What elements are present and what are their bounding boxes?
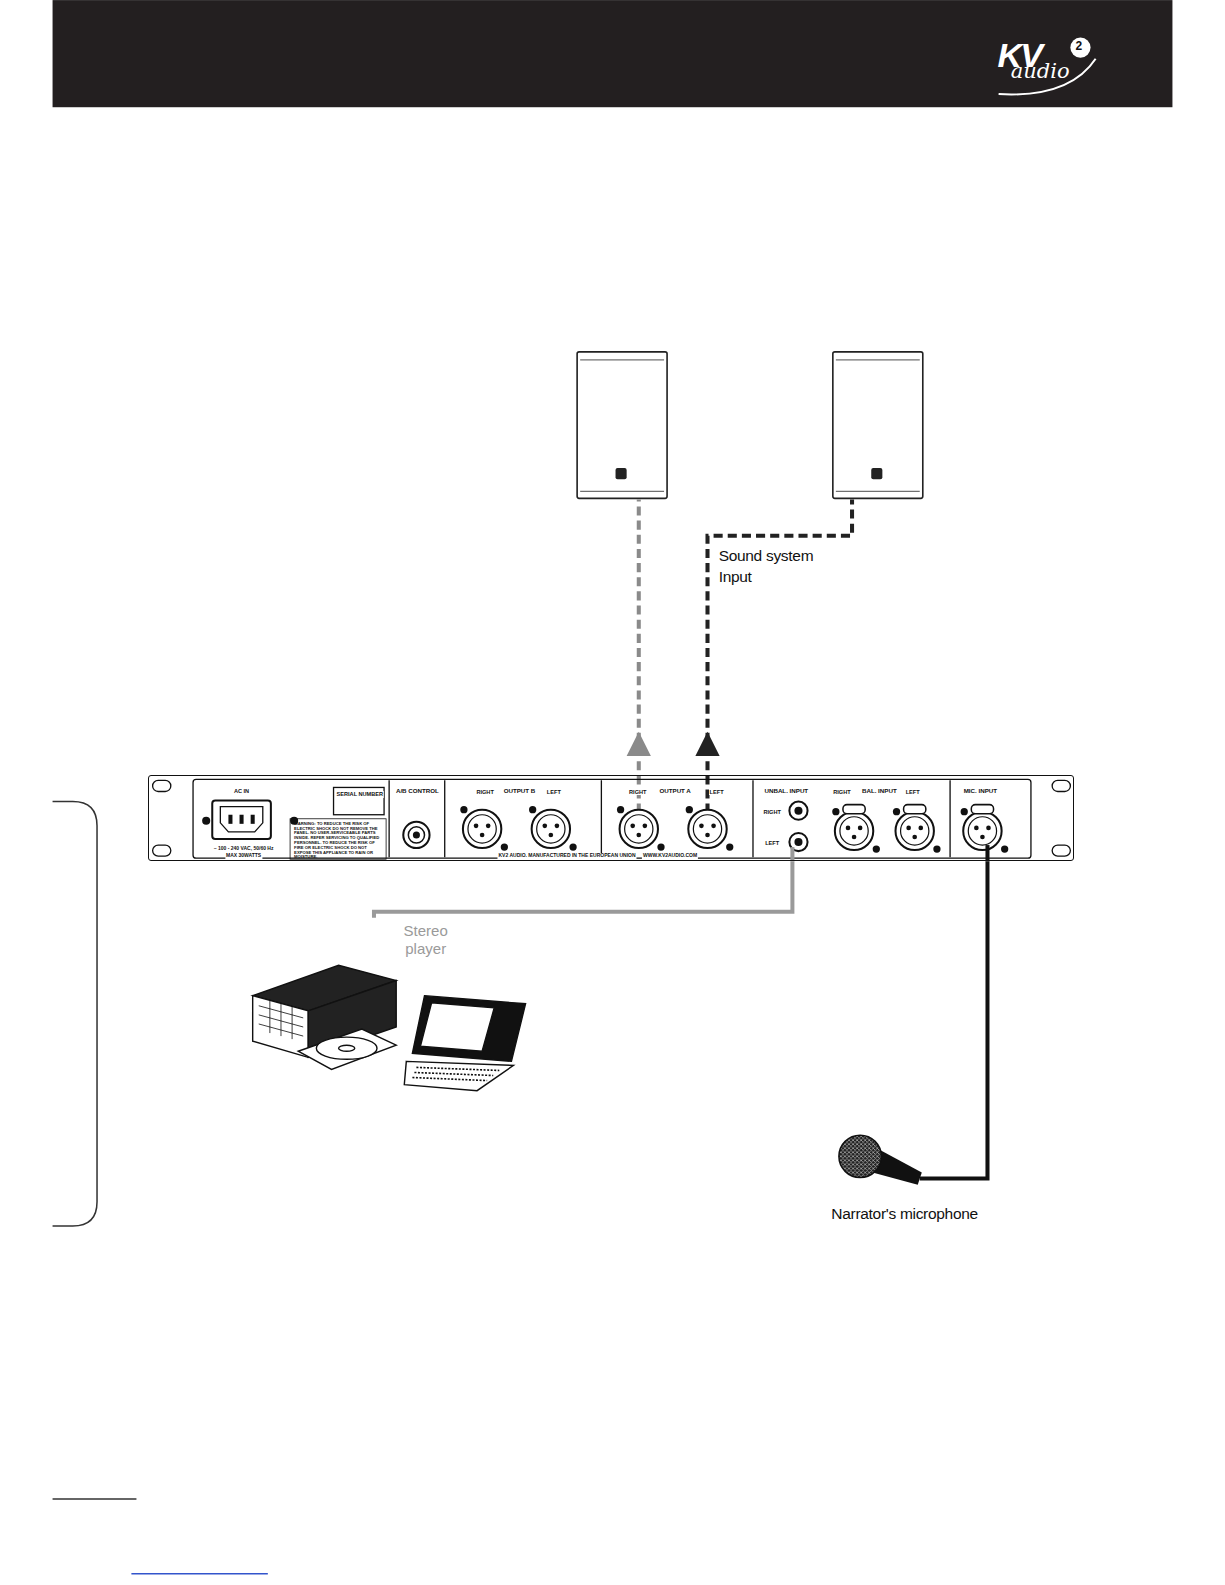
rack-unit: AC IN SERIAL NUMBER ~ 100 - 240 VAC, 50/60… xyxy=(148,775,1075,861)
panel-label: OUTPUT A xyxy=(658,788,691,795)
logo-text: 2 xyxy=(1075,39,1082,53)
panel-label: RIGHT xyxy=(475,789,494,795)
panel-label: LEFT xyxy=(905,789,921,795)
rack-panel xyxy=(153,779,1071,859)
stereo-player: Stereo player xyxy=(253,918,528,1092)
panel-label: RIGHT xyxy=(832,789,851,795)
panel-label: KV2 AUDIO. MANUFACTURED IN THE EUROPEAN … xyxy=(497,853,636,859)
ab-control-jack xyxy=(403,822,429,848)
panel-label: OUTPUT B xyxy=(503,788,537,795)
device-label: Narrator's microphone xyxy=(814,1205,996,1223)
panel-label: LEFT xyxy=(764,840,780,846)
panel-label: MIC. INPUT xyxy=(963,788,998,795)
panel-label: LEFT xyxy=(709,789,725,795)
panel-label: WWW.KV2AUDIO.COM xyxy=(642,853,698,859)
panel-label: BAL. INPUT xyxy=(861,788,898,795)
logo-text: audio xyxy=(1011,59,1070,83)
header-bar xyxy=(53,0,1173,107)
laptop xyxy=(404,996,525,1091)
panel-label: RIGHT xyxy=(762,809,781,815)
audio-cable xyxy=(374,861,792,918)
panel-label: RIGHT xyxy=(628,789,647,795)
audio-cable xyxy=(985,861,989,1130)
microphone xyxy=(839,1135,922,1185)
narrator-microphone: Narrator's microphone xyxy=(814,1130,996,1231)
cable-stub xyxy=(792,845,987,1179)
panel-label: MAX 30WATTS xyxy=(225,853,262,859)
device-label: Stereo player xyxy=(399,922,452,958)
iec-power-inlet xyxy=(202,801,298,839)
panel-label: ~ 100 - 240 VAC, 50/60 Hz xyxy=(213,846,275,852)
cd-player xyxy=(253,965,397,1069)
signal-label: Sound system Input xyxy=(719,546,829,588)
panel-label: LEFT xyxy=(546,789,562,795)
page-decor xyxy=(53,802,268,1574)
xlr-connector xyxy=(460,805,1008,853)
panel-label: AC IN xyxy=(233,788,250,794)
signal-arrow xyxy=(627,732,720,756)
panel-label: UNBAL. INPUT xyxy=(764,788,810,795)
speaker-wire xyxy=(639,499,852,826)
panel-label: SERIAL NUMBER xyxy=(336,791,385,797)
panel-label: A/B CONTROL xyxy=(395,788,440,795)
rca-jack xyxy=(789,802,807,852)
loudspeaker xyxy=(577,352,923,499)
panel-label: WARNING: TO REDUCE THE RISK OF ELECTRIC … xyxy=(293,822,386,861)
